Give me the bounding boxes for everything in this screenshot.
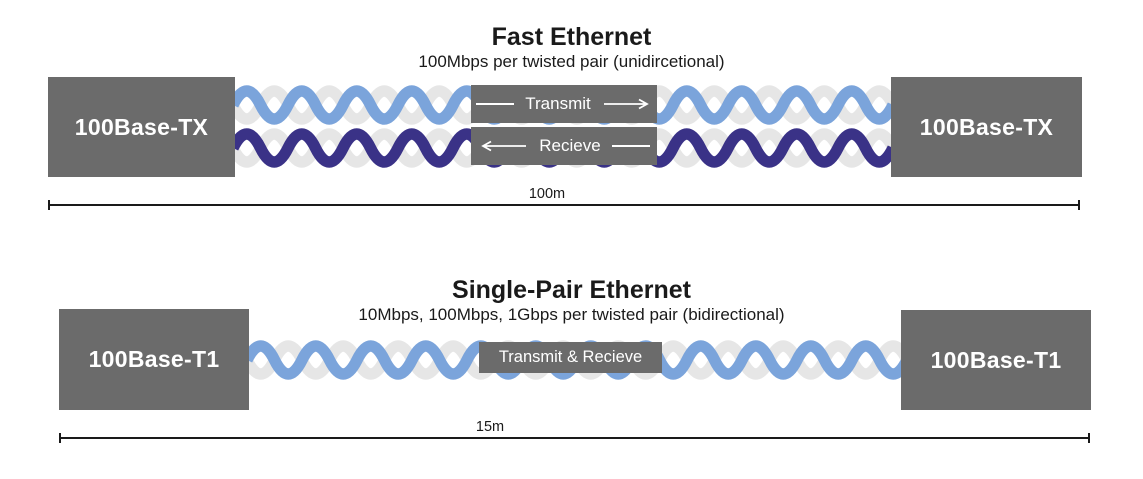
device-box-spe-right: 100Base-T1 (901, 310, 1091, 410)
transmit-label: Transmit (525, 94, 591, 113)
arrow-right-icon (603, 98, 649, 110)
dash-line-icon (611, 145, 650, 147)
transmit-receive-label: Transmit & Recieve (498, 348, 643, 366)
distance-label: 15m (475, 419, 505, 435)
spe-title: Single-Pair Ethernet (452, 276, 691, 304)
arrow-left-icon (481, 140, 527, 152)
device-label: 100Base-TX (919, 113, 1054, 140)
transmit-label-box: Transmit (471, 85, 657, 123)
device-label: 100Base-T1 (88, 346, 220, 372)
distance-measure-fast: 100m (48, 186, 1080, 210)
receive-label-box: Recieve (471, 127, 657, 165)
spe-subtitle: 10Mbps, 100Mbps, 1Gbps per twisted pair … (358, 305, 785, 324)
distance-label: 100m (528, 186, 566, 202)
device-box-spe-left: 100Base-T1 (59, 309, 249, 410)
fast-ethernet-subtitle: 100Mbps per twisted pair (unidircetional… (418, 52, 725, 71)
device-box-fast-left: 100Base-TX (48, 77, 235, 177)
fast-ethernet-title: Fast Ethernet (491, 23, 652, 51)
dash-line-icon (476, 103, 515, 105)
device-box-fast-right: 100Base-TX (891, 77, 1082, 177)
transmit-receive-label-box: Transmit & Recieve (479, 342, 662, 373)
distance-measure-spe: 15m (59, 419, 1090, 443)
device-label: 100Base-TX (74, 113, 209, 140)
device-label: 100Base-T1 (930, 346, 1062, 373)
receive-label: Recieve (539, 136, 601, 155)
